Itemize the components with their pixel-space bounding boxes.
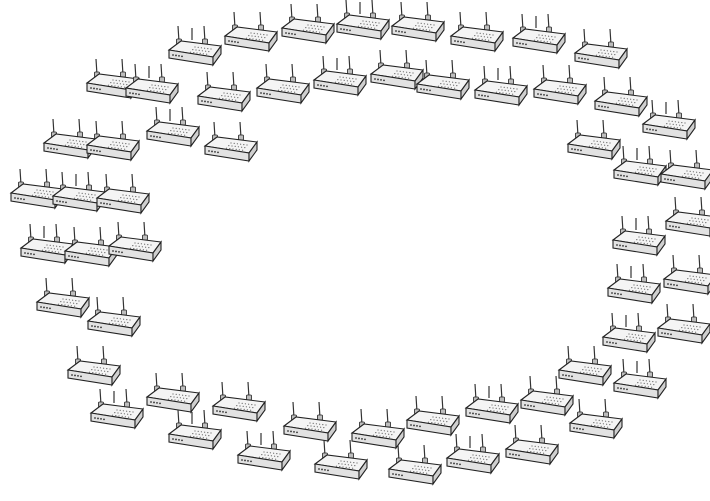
wireless-router-icon — [513, 14, 565, 53]
wireless-router-icon — [37, 278, 89, 317]
wireless-router-icon — [643, 100, 695, 139]
wireless-router-icon — [568, 120, 620, 159]
wireless-router-icon — [575, 29, 627, 68]
wireless-router-icon — [666, 197, 710, 236]
wireless-router-icon — [658, 304, 710, 343]
wireless-router-icon — [147, 373, 199, 412]
wireless-router-icon — [407, 396, 459, 435]
wireless-router-icon — [614, 359, 666, 398]
wireless-router-icon — [337, 0, 389, 39]
wireless-router-icon — [213, 382, 265, 421]
wireless-router-icon — [614, 146, 666, 185]
wireless-router-icon — [205, 122, 257, 161]
wireless-router-icon — [109, 222, 161, 261]
router-group — [11, 0, 710, 484]
wireless-router-icon — [595, 77, 647, 116]
wireless-router-icon — [126, 64, 178, 103]
wireless-router-icon — [570, 399, 622, 438]
wireless-router-icon — [664, 255, 710, 294]
wireless-router-icon — [315, 440, 367, 479]
wireless-router-icon — [392, 2, 444, 41]
wireless-router-icon — [169, 410, 221, 449]
wireless-router-icon — [284, 402, 336, 441]
wireless-router-icon — [282, 4, 334, 43]
wireless-router-icon — [97, 174, 149, 213]
wireless-router-icon — [603, 313, 655, 352]
wireless-router-icon — [521, 376, 573, 415]
wireless-router-icon — [371, 50, 423, 89]
wireless-router-icon — [91, 389, 143, 428]
wireless-router-icon — [198, 72, 250, 111]
wireless-router-icon — [87, 121, 139, 160]
wireless-router-icon — [68, 346, 120, 385]
wireless-router-icon — [169, 26, 221, 65]
wireless-router-icon — [451, 12, 503, 51]
wireless-router-icon — [661, 150, 710, 189]
wireless-router-icon — [147, 107, 199, 146]
wireless-router-icon — [534, 65, 586, 104]
wireless-router-icon — [225, 12, 277, 51]
wireless-router-icon — [238, 431, 290, 470]
wireless-router-icon — [314, 56, 366, 95]
wireless-router-icon — [389, 445, 441, 484]
wireless-router-icon — [506, 425, 558, 464]
wireless-router-icon — [608, 264, 660, 303]
wireless-router-icon — [88, 297, 140, 336]
wireless-router-icon — [559, 346, 611, 385]
wireless-router-icon — [417, 60, 469, 99]
wireless-router-icon — [257, 64, 309, 103]
wireless-router-icon — [613, 216, 665, 255]
wireless-router-icon — [352, 409, 404, 448]
wireless-router-icon — [466, 384, 518, 423]
wireless-router-icon — [475, 66, 527, 105]
wireless-router-icon — [447, 434, 499, 473]
